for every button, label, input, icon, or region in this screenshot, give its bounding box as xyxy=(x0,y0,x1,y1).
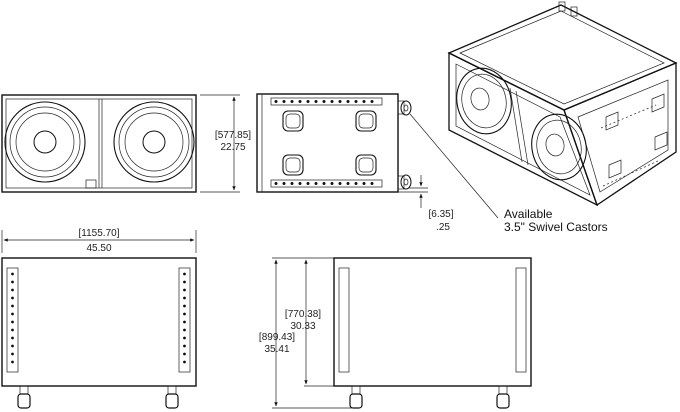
woofer-left xyxy=(4,101,86,183)
front-height-mm: [577.85] xyxy=(215,130,251,141)
caster-offset-mm: [6.35] xyxy=(428,209,453,220)
castor-bottom xyxy=(397,174,412,190)
width-dimension: [1155.70] 45.50 xyxy=(1,228,197,254)
front-view xyxy=(1,94,197,193)
rail-dots-top xyxy=(274,100,374,103)
front-height-dimension: [577.85] 22.75 xyxy=(200,94,251,193)
caster-offset-in: .25 xyxy=(436,222,450,233)
castor-callout: Available 3.5" Swivel Castors xyxy=(409,113,608,234)
caster-offset-dimension: [6.35] .25 xyxy=(398,175,454,233)
total-height-in: 35.41 xyxy=(264,344,289,355)
woofer-right xyxy=(113,101,195,183)
total-height-mm: [899.43] xyxy=(259,332,295,343)
rail-dots-bottom xyxy=(274,182,374,185)
bottom-view xyxy=(256,93,412,193)
front-height-in: 22.75 xyxy=(220,142,245,153)
width-mm: [1155.70] xyxy=(79,228,120,239)
height-dimensions: [770.38] 30.33 [899.43] 35.41 xyxy=(259,257,352,409)
isometric-view xyxy=(447,1,678,207)
width-in: 45.50 xyxy=(86,243,111,254)
side-elevation-left xyxy=(1,257,197,409)
depth-mm: [770.38] xyxy=(285,309,321,320)
castor-top xyxy=(397,100,412,116)
side-elevation-right xyxy=(333,257,532,409)
depth-in: 30.33 xyxy=(290,321,315,332)
callout-line-2: 3.5" Swivel Castors xyxy=(504,220,608,234)
callout-line-1: Available xyxy=(504,207,553,221)
casters-left-elevation xyxy=(17,385,179,409)
feet-pads xyxy=(282,110,377,176)
casters-right-elevation xyxy=(349,385,510,409)
